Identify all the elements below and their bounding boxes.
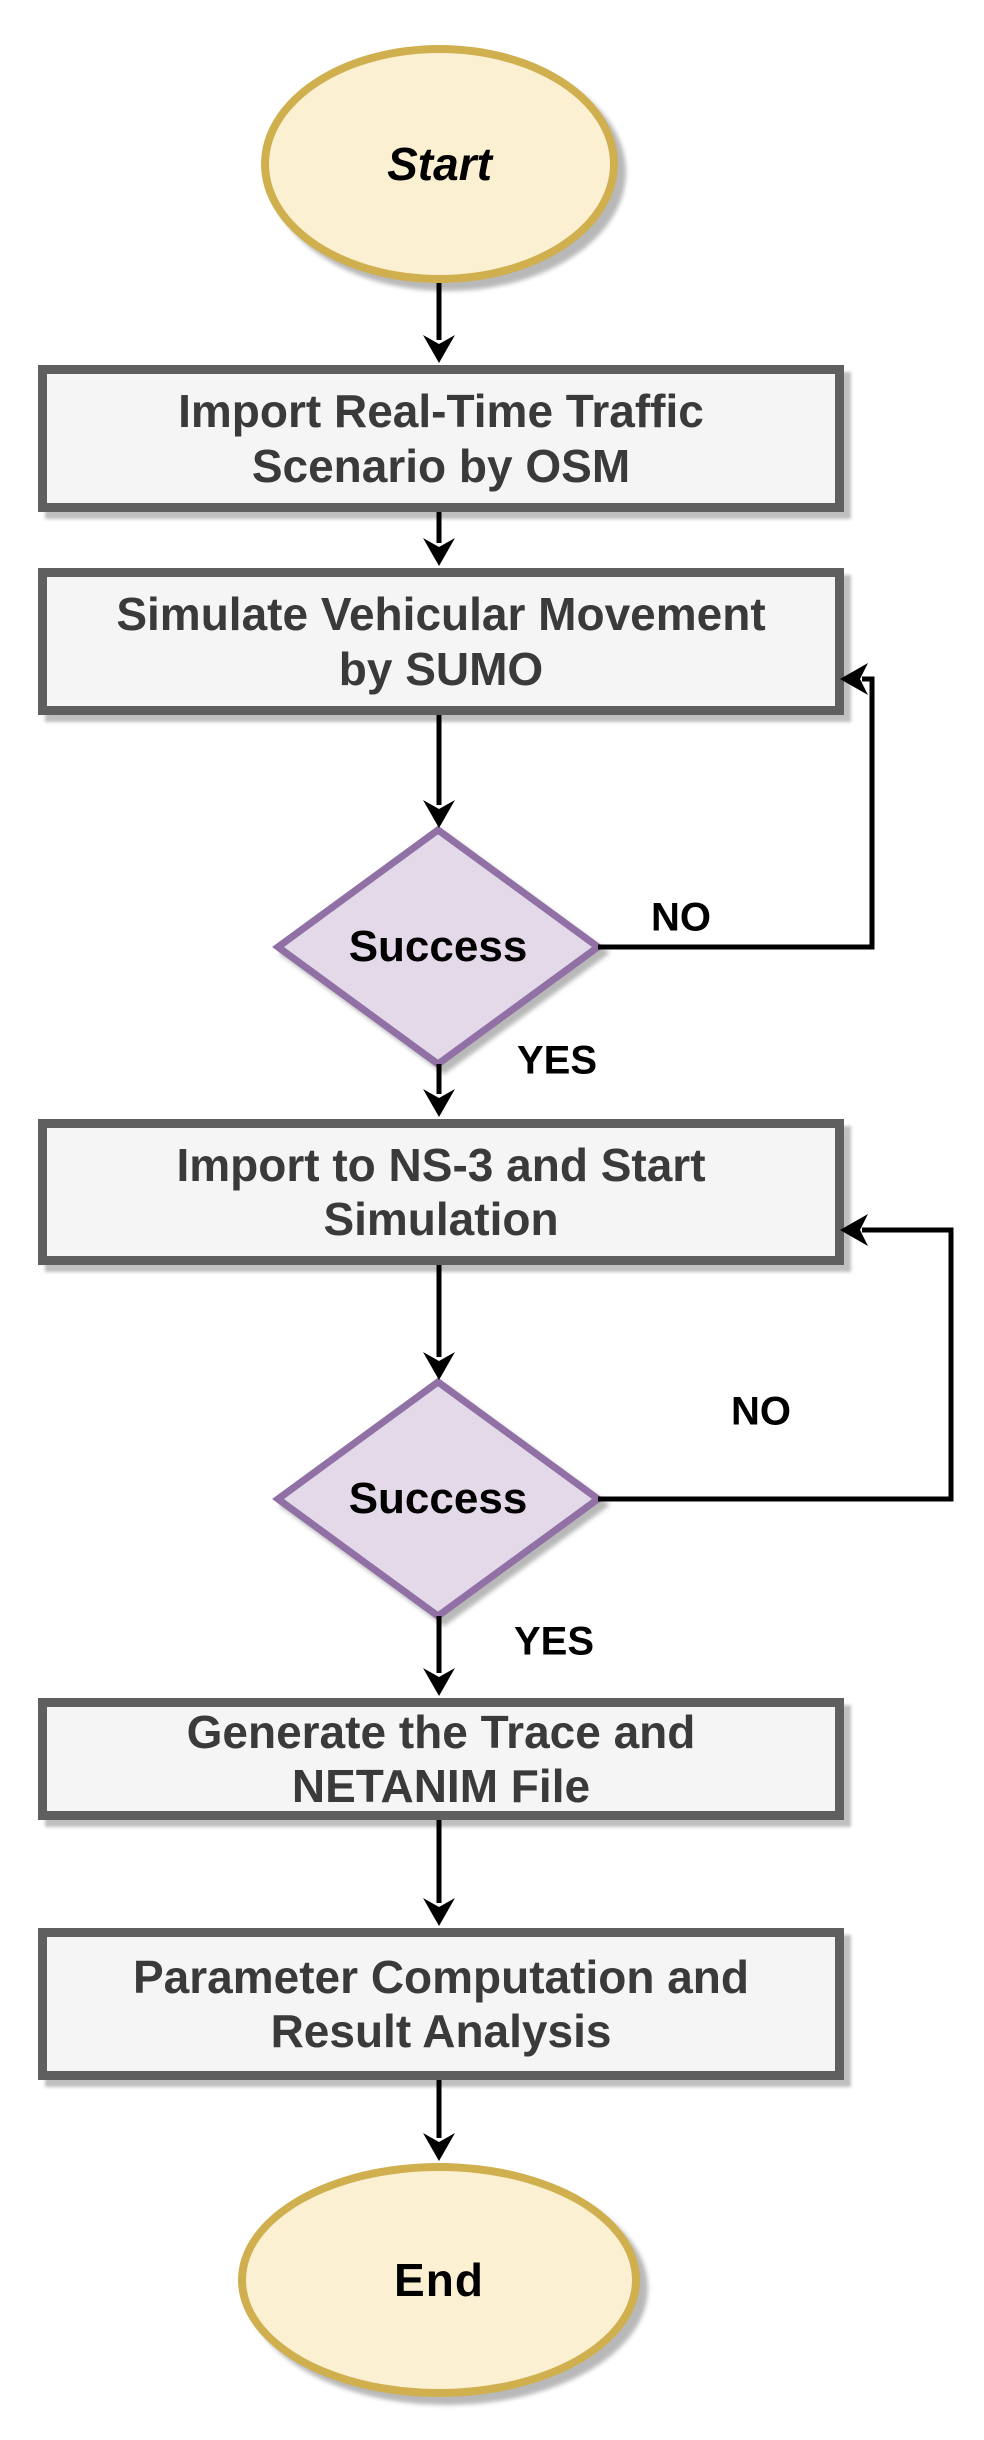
arrowhead-down-icon [423, 1898, 455, 1926]
node-label: End [394, 2254, 484, 2306]
edge-label-no-1: NO [651, 895, 711, 940]
arrowhead-down-icon [423, 1668, 455, 1696]
edge-no-loop-2 [598, 1227, 954, 1502]
node-end-terminator: End [238, 2163, 640, 2397]
node-label: Simulate Vehicular Movement by SUMO [116, 588, 766, 695]
node-label: Import to NS-3 and Start Simulation [176, 1138, 706, 1245]
node-label-success-1: Success [348, 922, 528, 971]
arrowhead-left-icon [840, 1214, 868, 1246]
node-start-terminator: Start [261, 45, 618, 283]
node-label-success-2: Success [348, 1474, 528, 1523]
node-import-ns3-process: Import to NS-3 and Start Simulation [38, 1119, 844, 1265]
node-label: Import Real-Time Traffic Scenario by OSM [178, 385, 704, 492]
node-import-osm-process: Import Real-Time Traffic Scenario by OSM [38, 365, 844, 512]
node-label: Generate the Trace and NETANIM File [186, 1705, 696, 1812]
arrowhead-down-icon [423, 538, 455, 566]
edge-label-yes-2: YES [513, 1619, 595, 1664]
node-generate-trace-process: Generate the Trace and NETANIM File [38, 1698, 844, 1820]
node-label: Parameter Computation and Result Analysi… [133, 1950, 749, 2057]
edge-label-yes-1: YES [516, 1038, 598, 1083]
node-simulate-sumo-process: Simulate Vehicular Movement by SUMO [38, 568, 844, 715]
edge-no-loop-1 [598, 676, 875, 950]
node-label: Start [387, 138, 492, 190]
node-parameter-computation-process: Parameter Computation and Result Analysi… [38, 1928, 844, 2080]
edge-label-no-2: NO [731, 1389, 791, 1434]
arrowhead-down-icon [423, 2133, 455, 2161]
arrowhead-left-icon [840, 663, 868, 695]
arrowhead-down-icon [423, 335, 455, 363]
arrowhead-down-icon [423, 1089, 455, 1117]
